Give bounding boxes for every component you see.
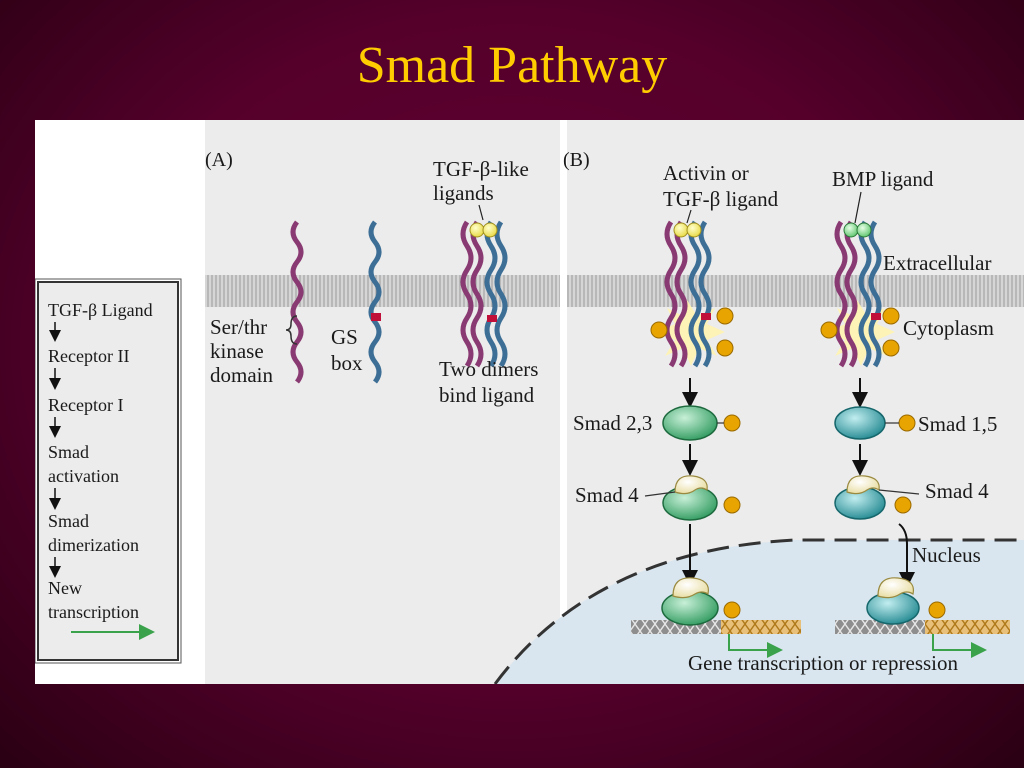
receptor-complex-activin [657,220,725,368]
nuclear-envelope [493,538,1024,684]
dna-right-gold [925,620,1010,634]
flow-step-6b: transcription [48,602,139,622]
membrane-panel-b [567,275,1024,307]
activin-label-2: TGF-β ligand [663,187,779,211]
gs-label-2: box [331,351,363,375]
smad23-phosphate [723,414,741,432]
smad4-left-label: Smad 4 [575,483,639,507]
panel-a-background [205,120,560,684]
flow-step-3: Receptor I [48,395,123,415]
serthr-label-3: domain [210,363,273,387]
transcription-arrow-left [728,634,783,658]
receptor-i-single [368,220,382,384]
receptor-dimer-panel-a [460,220,508,368]
nucleus-region [495,540,1024,684]
smad23-label: Smad 2,3 [573,411,652,435]
ligands-label-1: TGF-β-like [433,157,529,181]
flow-step-5b: dimerization [48,535,139,555]
activin-label-1: Activin or [663,161,749,185]
nucleus-label: Nucleus [912,543,981,567]
pathway-figure: (A) TGF-β-like ligands Ser/thr kinase do… [35,120,1024,684]
receptor-ii-single [290,220,304,384]
flow-step-5: Smad [48,511,89,531]
flow-step-2: Receptor II [48,346,129,366]
panel-b-label: (B) [563,149,590,171]
activin-pointer [686,209,692,224]
flow-step-4: Smad [48,442,89,462]
smad15-label: Smad 1,5 [918,412,997,436]
bmp-pointer [854,191,862,224]
panel-a-label: (A) [205,149,233,171]
serthr-label-2: kinase [210,339,264,363]
dna-left-gold [721,620,801,634]
smad4-right-pointer [878,489,920,495]
serthr-brace [285,315,298,345]
serthr-label-1: Ser/thr [210,315,267,339]
bmp-label: BMP ligand [832,167,934,191]
ligands-label-2: ligands [433,181,494,205]
flow-step-6: New [48,578,82,598]
gs-box-mark [371,313,381,321]
arrow-right-into-nucleus [898,523,915,588]
receptor-complex-bmp [827,220,895,368]
smad15-phosphate [898,414,916,432]
cytoplasm-label: Cytoplasm [903,316,994,340]
dimers-label-2: bind ligand [439,383,535,407]
smad15-protein [834,406,886,440]
smad4-left-pointer [644,491,676,497]
smad-complex-right [834,475,912,520]
smad-complex-left [662,475,741,521]
panel-divider [560,120,567,684]
ligands-pointer [478,204,484,221]
ligand-a-left [469,222,485,238]
nuclear-smad-complex-right [866,577,946,625]
gene-transcription-label: Gene transcription or repression [688,651,958,675]
slide-title: Smad Pathway [356,37,668,94]
flow-step-1: TGF-β Ligand [48,300,153,320]
smad23-protein [662,405,718,441]
gs-label-1: GS [331,325,358,349]
smad4-right-label: Smad 4 [925,479,989,503]
ligand-a-right [482,222,498,238]
dimers-label-1: Two dimers [439,357,538,381]
receptor-phosphates [650,307,900,357]
flow-step-4b: activation [48,466,119,486]
flow-sidebar: TGF-β Ligand Receptor II Receptor I Smad… [35,278,182,664]
nuclear-smad-complex-left [661,577,741,626]
extracellular-label: Extracellular [883,251,991,275]
transcription-arrow-right [932,634,987,658]
